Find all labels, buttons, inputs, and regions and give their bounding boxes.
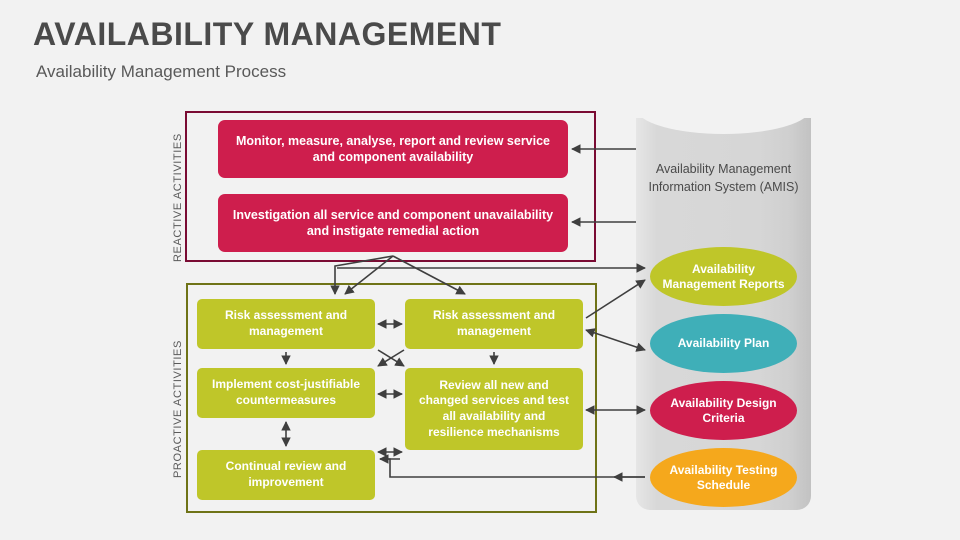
process-box-risk-assessment-right[interactable]: Risk assessment and management (405, 299, 583, 349)
output-ellipse-availability-plan[interactable]: Availability Plan (650, 314, 797, 373)
process-box-review-new-changed-services[interactable]: Review all new and changed services and … (405, 368, 583, 450)
process-box-continual-review[interactable]: Continual review and improvement (197, 450, 375, 500)
process-box-implement-countermeasures[interactable]: Implement cost-justifiable countermeasur… (197, 368, 375, 418)
output-ellipse-availability-management-reports[interactable]: Availability Management Reports (650, 247, 797, 306)
process-box-risk-assessment-left[interactable]: Risk assessment and management (197, 299, 375, 349)
proactive-activities-label: PROACTIVE ACTIVITIES (172, 340, 184, 478)
amis-label: Availability Management Information Syst… (648, 162, 799, 195)
page-title: AVAILABILITY MANAGEMENT (33, 16, 502, 52)
process-box-monitor[interactable]: Monitor, measure, analyse, report and re… (218, 120, 568, 178)
reactive-activities-label: REACTIVE ACTIVITIES (172, 133, 184, 262)
output-ellipse-availability-design-criteria[interactable]: Availability Design Criteria (650, 381, 797, 440)
process-box-investigation[interactable]: Investigation all service and component … (218, 194, 568, 252)
page-subtitle: Availability Management Process (36, 62, 287, 81)
output-ellipse-availability-testing-schedule[interactable]: Availability Testing Schedule (650, 448, 797, 507)
